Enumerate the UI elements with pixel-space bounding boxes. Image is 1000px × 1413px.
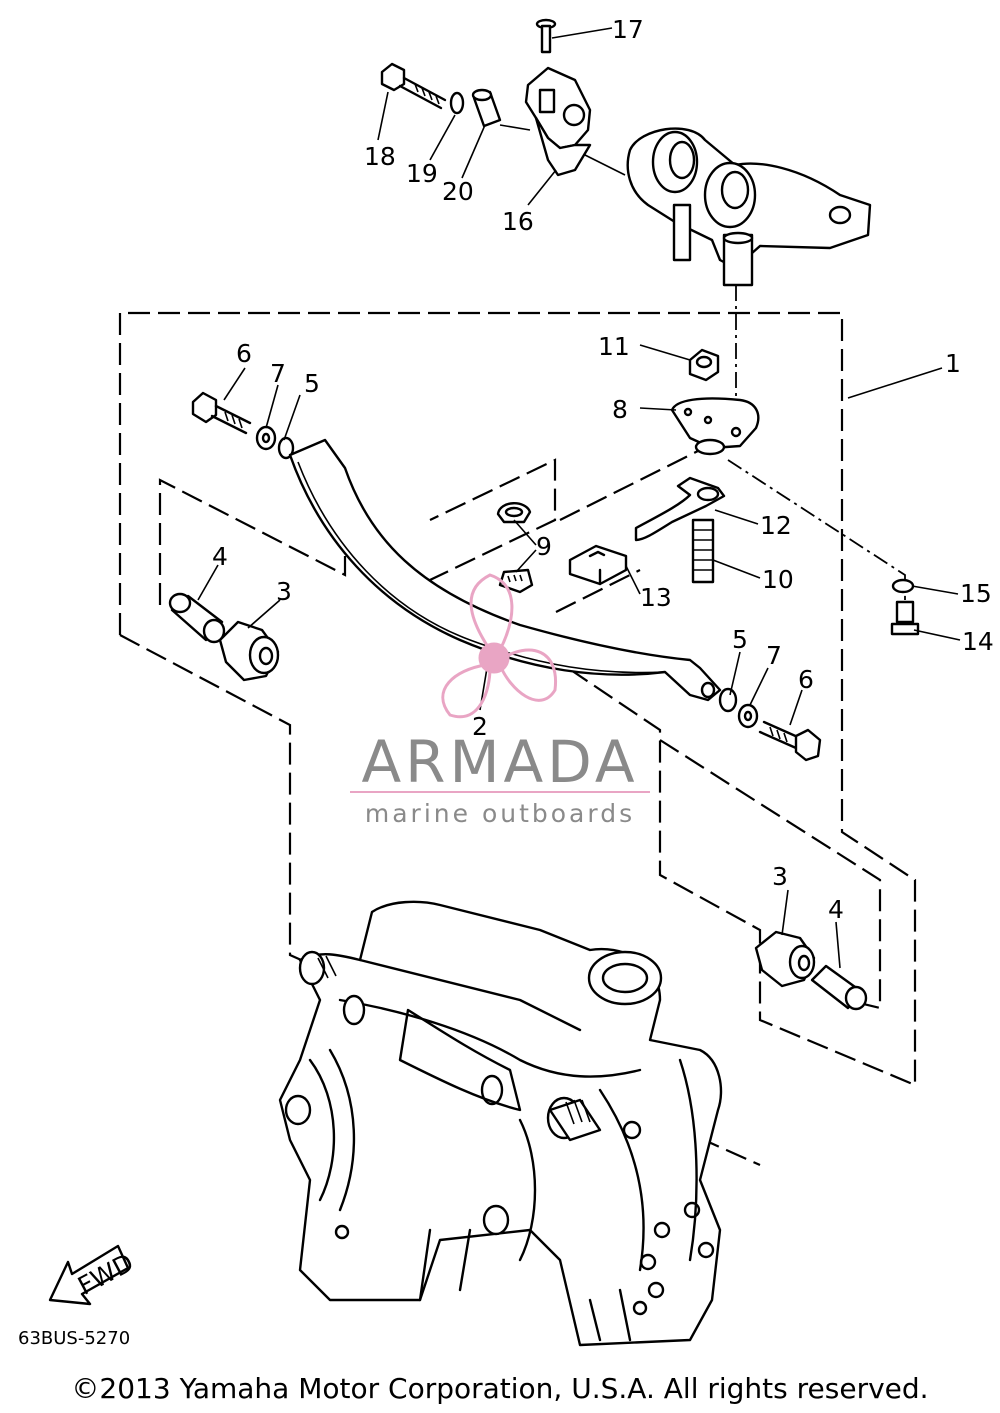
part-4-collar-right [810, 964, 868, 1011]
callout-6-left: 6 [236, 339, 252, 368]
callout-3-right: 3 [772, 862, 788, 891]
part-3-nut-right [754, 930, 816, 988]
watermark-title: ARMADA [361, 728, 638, 796]
part-15-washer [891, 578, 915, 594]
part-14-bolt [890, 600, 920, 636]
fwd-arrow-icon: FWD [48, 1244, 138, 1306]
part-10-stud [691, 518, 715, 584]
callout-17: 17 [612, 15, 644, 44]
part-code: 63BUS-5270 [18, 1328, 131, 1349]
part-6-bolt-right [758, 720, 822, 762]
steering-bracket [626, 127, 872, 287]
callout-14: 14 [962, 627, 994, 656]
callout-7-right: 7 [766, 641, 782, 670]
propeller-logo-icon [441, 573, 558, 719]
part-11-nut [688, 348, 720, 382]
part-18-bolt [380, 62, 447, 110]
callout-16: 16 [502, 207, 534, 236]
part-4-collar-left [168, 592, 226, 644]
callout-18: 18 [364, 142, 396, 171]
callout-8: 8 [612, 395, 628, 424]
part-7-washer-left [255, 425, 277, 451]
part-13-pad [568, 544, 628, 586]
part-8-plate [670, 397, 760, 450]
callout-5-left: 5 [304, 369, 320, 398]
callout-4-left: 4 [212, 542, 228, 571]
part-12-lever [634, 476, 726, 542]
part-3-nut-left [218, 620, 280, 682]
part-9-grommet-bottom [498, 568, 534, 594]
part-16-switch-bracket [524, 66, 592, 177]
copyright-notice: ©2013 Yamaha Motor Corporation, U.S.A. A… [71, 1372, 929, 1405]
callout-15: 15 [960, 579, 992, 608]
part-9-grommet-top [496, 502, 532, 524]
callout-4-right: 4 [828, 895, 844, 924]
part-6-bolt-left [191, 391, 252, 435]
callouts: 1 2 3 3 4 4 5 5 6 6 7 7 8 9 10 11 12 13 … [212, 15, 994, 924]
callout-5-right: 5 [732, 625, 748, 654]
callout-2: 2 [472, 712, 488, 741]
callout-7-left: 7 [270, 359, 286, 388]
callout-12: 12 [760, 511, 792, 540]
part-5-washer-left [277, 436, 295, 460]
callout-3-left: 3 [276, 577, 292, 606]
callout-13: 13 [640, 583, 672, 612]
callout-6-right: 6 [798, 665, 814, 694]
clamp-bracket-assembly [278, 900, 723, 1347]
watermark-subtitle: marine outboards [365, 799, 635, 828]
callout-11: 11 [598, 332, 630, 361]
callout-19: 19 [406, 159, 438, 188]
part-19-washer [449, 91, 465, 115]
part-7-washer-right [737, 703, 759, 729]
part-8-washer [694, 438, 726, 456]
callout-20: 20 [442, 177, 474, 206]
part-5-washer-right [718, 687, 738, 713]
callout-9: 9 [536, 532, 552, 561]
armada-watermark: ARMADA marine outboards [350, 573, 650, 828]
part-20-collar [471, 88, 502, 128]
part-17-screw [535, 18, 557, 54]
callout-1: 1 [945, 349, 961, 378]
callout-10: 10 [762, 565, 794, 594]
